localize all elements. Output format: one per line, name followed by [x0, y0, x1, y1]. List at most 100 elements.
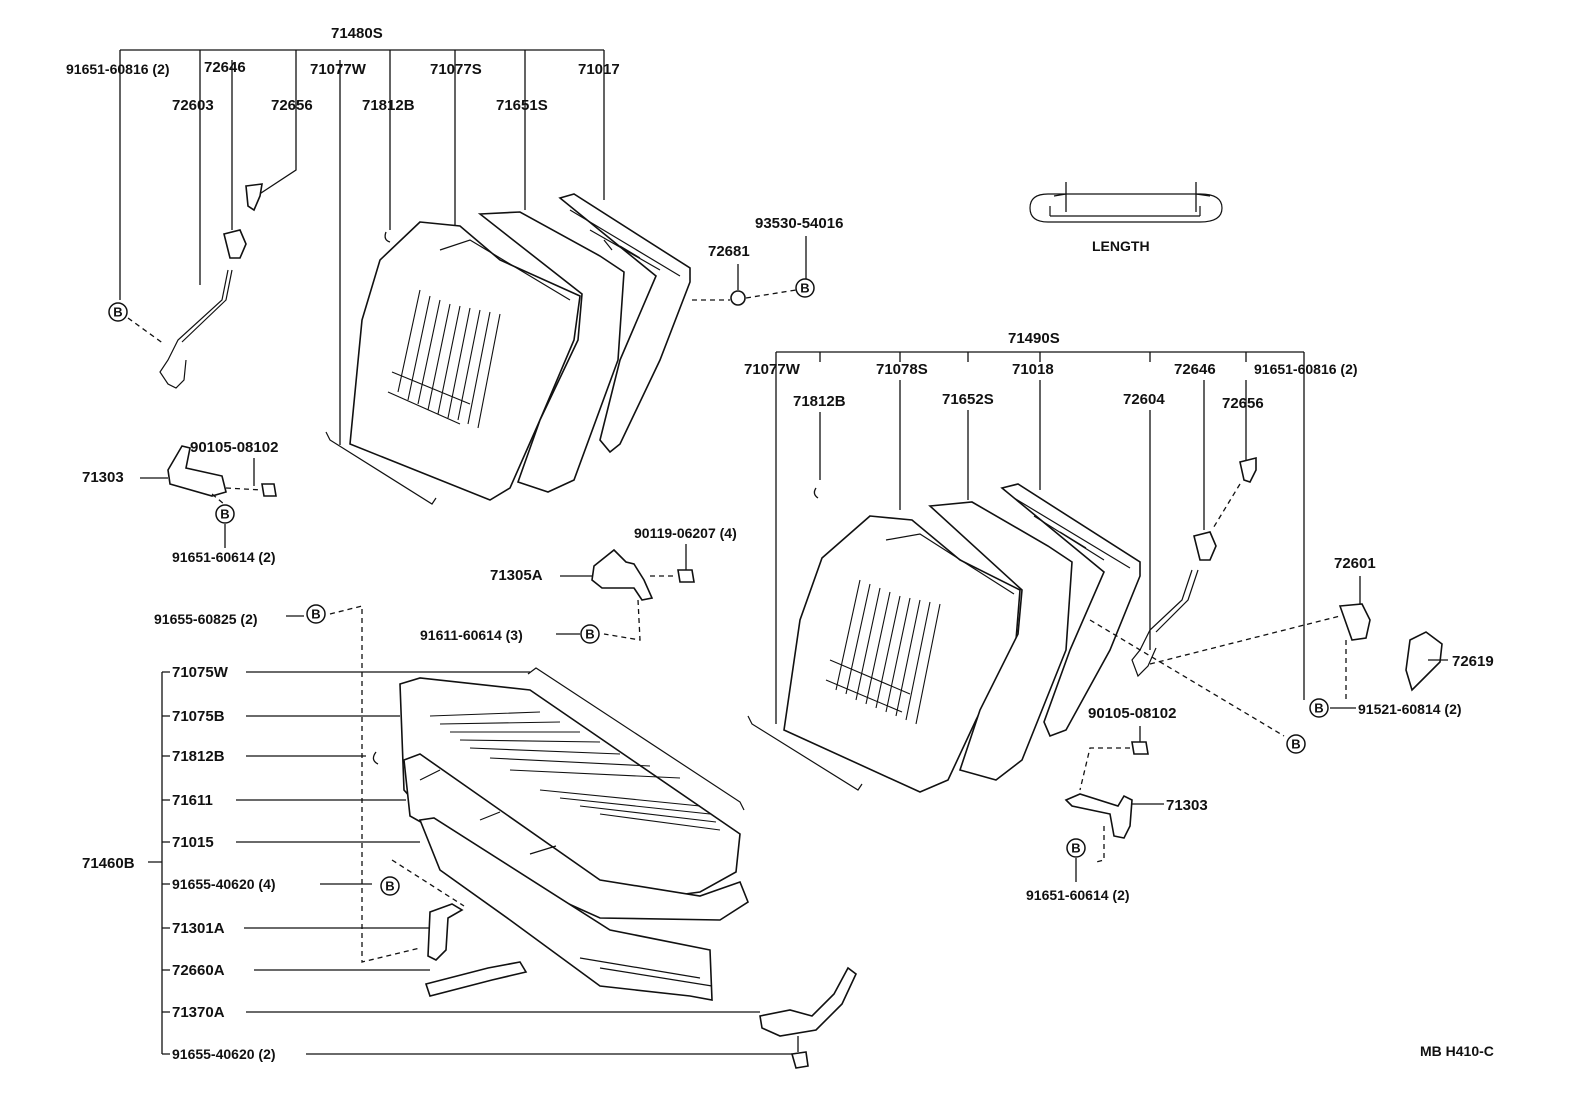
svg-text:B: B [113, 305, 122, 320]
b-marker: B [1066, 838, 1086, 858]
rod-icon [159, 269, 229, 389]
label-72646: 72646 [204, 59, 246, 76]
belt-icon [424, 961, 528, 997]
label-91655-40620-2: 91655-40620 (2) [172, 1046, 276, 1062]
wire-icon [527, 667, 745, 811]
label-91655-40620-4: 91655-40620 (4) [172, 876, 276, 892]
label-71075b: 71075B [172, 708, 225, 725]
label-71303: 71303 [82, 469, 124, 486]
label-91651-60614: 91651-60614 (2) [172, 549, 276, 565]
seat-cushion-group: 71460B 71075W 71075B 71812B 71611 71015 … [82, 664, 857, 1069]
middle-hinge-group: 90119-06207 (4) 71305A 91611-60614 (3) 9… [154, 525, 737, 963]
b-marker: B [580, 624, 600, 644]
svg-text:B: B [220, 507, 229, 522]
length-detail: LENGTH [1029, 182, 1223, 254]
label-72619: 72619 [1452, 653, 1494, 670]
b-marker: B [380, 876, 400, 896]
label-90105-08102: 90105-08102 [190, 439, 278, 456]
seatback-cover-r [783, 515, 1021, 793]
hinge-bracket-icon [1064, 793, 1133, 839]
svg-text:B: B [1314, 701, 1323, 716]
seat-frame [418, 817, 713, 1001]
label-71651s: 71651S [496, 97, 548, 114]
label-71077w: 71077W [310, 61, 367, 78]
label-90105-08102-r: 90105-08102 [1088, 705, 1176, 722]
label-90119-06207: 90119-06207 (4) [634, 525, 737, 541]
svg-text:B: B [800, 281, 809, 296]
svg-text:B: B [385, 879, 394, 894]
label-71017: 71017 [578, 61, 620, 78]
b-marker: B [306, 604, 326, 624]
label-71812b-c: 71812B [172, 748, 225, 765]
label-72681: 72681 [708, 243, 750, 260]
label-72660a: 72660A [172, 962, 225, 979]
label-71460b: 71460B [82, 855, 135, 872]
seatback-frame-r [1000, 483, 1141, 738]
trim-cover-icon [1405, 631, 1443, 692]
label-71812b-r: 71812B [793, 393, 846, 410]
diagram-code: MB H410-C [1420, 1043, 1494, 1059]
label-71078s: 71078S [876, 361, 928, 378]
label-71652s: 71652S [942, 391, 994, 408]
label-71018: 71018 [1012, 361, 1054, 378]
hinge-bracket-icon [167, 445, 227, 497]
label-72646-r: 72646 [1174, 361, 1216, 378]
svg-text:B: B [585, 627, 594, 642]
label-71077s: 71077S [430, 61, 482, 78]
nut-icon [730, 290, 746, 306]
label-72604: 72604 [1123, 391, 1165, 408]
b-marker: B [795, 278, 815, 298]
knob-icon [223, 229, 247, 259]
label-71490s: 71490S [1008, 330, 1060, 347]
label-71305a: 71305A [490, 567, 543, 584]
bolt-icon [677, 569, 695, 583]
label-71480s: 71480S [331, 25, 383, 42]
label-71301a: 71301A [172, 920, 225, 937]
bolt-icon [790, 1051, 809, 1069]
clip-icon [245, 183, 263, 212]
knob-icon [1193, 531, 1217, 561]
label-71611: 71611 [172, 792, 213, 809]
label-93530-54016: 93530-54016 [755, 215, 843, 232]
label-71015: 71015 [172, 834, 214, 851]
bolt-icon [1131, 741, 1149, 755]
rod-icon [1131, 569, 1193, 678]
upper-seatback-group: 71480S 91651-60816 (2) 72646 71077W 7107… [66, 25, 843, 565]
label-91651-60816: 91651-60816 (2) [66, 61, 170, 77]
label-71075w: 71075W [172, 664, 229, 681]
label-91521-60814: 91521-60814 (2) [1358, 701, 1462, 717]
label-91655-60825: 91655-60825 (2) [154, 611, 258, 627]
seatback-frame [558, 193, 691, 454]
b-marker: B [1309, 698, 1329, 718]
bracket-icon [1338, 603, 1371, 641]
label-71812b: 71812B [362, 97, 415, 114]
wire-icon [325, 431, 437, 505]
hinge-bracket-icon [591, 548, 654, 601]
label-71370a: 71370A [172, 1004, 225, 1021]
label-72656: 72656 [271, 97, 313, 114]
bolt-icon [261, 483, 277, 497]
label-91651-60816-r: 91651-60816 (2) [1254, 361, 1358, 377]
label-91651-60614-r: 91651-60614 (2) [1026, 887, 1130, 903]
right-seatback-group: 71490S 71077W 71078S 71018 72646 91651-6… [744, 330, 1494, 903]
b-marker: B [215, 504, 235, 524]
label-72601: 72601 [1334, 555, 1376, 572]
seatback-pad [477, 211, 625, 493]
clip-icon [1239, 456, 1257, 483]
hog-ring-icon [372, 751, 379, 765]
label-72603: 72603 [172, 97, 214, 114]
label-91611-60614: 91611-60614 (3) [420, 627, 523, 643]
seatback-pad-r [928, 501, 1073, 781]
wire-icon [747, 715, 863, 791]
bracket-icon [427, 903, 464, 961]
belt-anchor-icon [759, 966, 857, 1037]
svg-text:B: B [1071, 841, 1080, 856]
hog-ring-icon [813, 487, 819, 499]
b-marker: B [1286, 734, 1306, 754]
label-72656-r: 72656 [1222, 395, 1264, 412]
label-length: LENGTH [1092, 238, 1150, 254]
label-71077w-r: 71077W [744, 361, 801, 378]
b-marker: B [108, 302, 128, 322]
hog-ring-icon [384, 231, 391, 243]
